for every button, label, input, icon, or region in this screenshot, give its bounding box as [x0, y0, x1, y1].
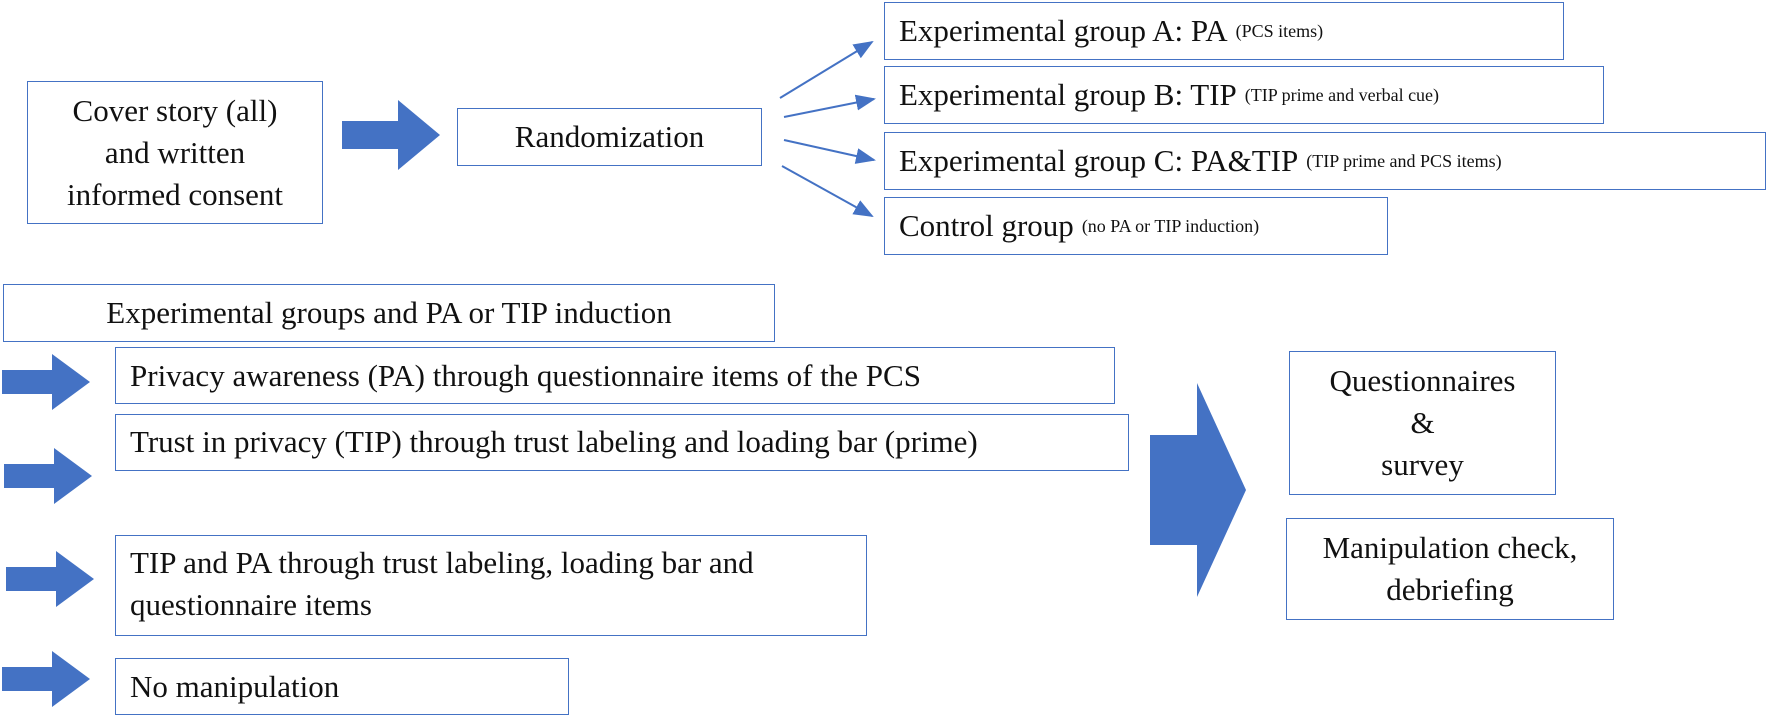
questionnaires-line-3: survey [1381, 447, 1464, 482]
randomization-box: Randomization [457, 108, 762, 166]
connector-to-control [781, 165, 874, 217]
item-pa-label: Privacy awareness (PA) through questionn… [130, 357, 921, 393]
cover-line-2: and written [104, 134, 246, 170]
group-a-label: Experimental group A: PA [899, 13, 1228, 48]
connector-to-group-c [783, 139, 876, 164]
questionnaires-box: Questionnaires & survey [1289, 351, 1556, 495]
group-a-box: Experimental group A: PA (PCS items) [884, 2, 1564, 60]
induction-header-box: Experimental groups and PA or TIP induct… [3, 284, 775, 342]
connector-to-group-b [783, 94, 876, 118]
cover-story-box: Cover story (all) and written informed c… [27, 81, 323, 224]
connector-to-group-a [779, 40, 874, 99]
manipulation-line-2: debriefing [1386, 572, 1514, 607]
item-tip-pa-box: TIP and PA through trust labeling, loadi… [115, 535, 867, 636]
group-a-note: (PCS items) [1235, 21, 1324, 41]
item-tip-label: Trust in privacy (TIP) through trust lab… [130, 424, 978, 459]
group-c-box: Experimental group C: PA&TIP (TIP prime … [884, 132, 1766, 190]
group-c-label: Experimental group C: PA&TIP [899, 143, 1299, 178]
induction-header-label: Experimental groups and PA or TIP induct… [106, 295, 672, 330]
cover-line-3: informed consent [66, 176, 284, 212]
group-b-label: Experimental group B: TIP [899, 77, 1237, 112]
arrow-item-4 [2, 651, 90, 707]
group-b-box: Experimental group B: TIP (TIP prime and… [884, 66, 1604, 124]
manipulation-line-1: Manipulation check, [1322, 530, 1578, 565]
item-none-label: No manipulation [130, 668, 340, 704]
item-tip-pa-line-2: questionnaire items [130, 587, 372, 622]
item-tip-pa-line-1: TIP and PA through trust labeling, loadi… [130, 545, 754, 580]
big-arrow-to-questionnaires [1150, 383, 1246, 597]
group-b-note: (TIP prime and verbal cue) [1244, 85, 1440, 105]
randomization-label: Randomization [514, 119, 705, 154]
questionnaires-line-1: Questionnaires [1329, 363, 1516, 398]
control-group-box: Control group (no PA or TIP induction) [884, 197, 1388, 255]
control-group-label: Control group [899, 208, 1074, 243]
item-pa-box: Privacy awareness (PA) through questionn… [115, 347, 1115, 404]
group-c-note: (TIP prime and PCS items) [1306, 151, 1502, 171]
cover-line-1: Cover story (all) [72, 92, 278, 128]
arrow-item-2 [4, 448, 92, 504]
arrow-cover-to-randomization [342, 100, 440, 170]
arrow-item-1 [2, 354, 90, 410]
questionnaires-line-2: & [1410, 405, 1435, 440]
control-group-note: (no PA or TIP induction) [1081, 216, 1260, 236]
arrow-item-3 [6, 551, 94, 607]
manipulation-check-box: Manipulation check, debriefing [1286, 518, 1614, 620]
item-none-box: No manipulation [115, 658, 569, 715]
item-tip-box: Trust in privacy (TIP) through trust lab… [115, 414, 1129, 471]
